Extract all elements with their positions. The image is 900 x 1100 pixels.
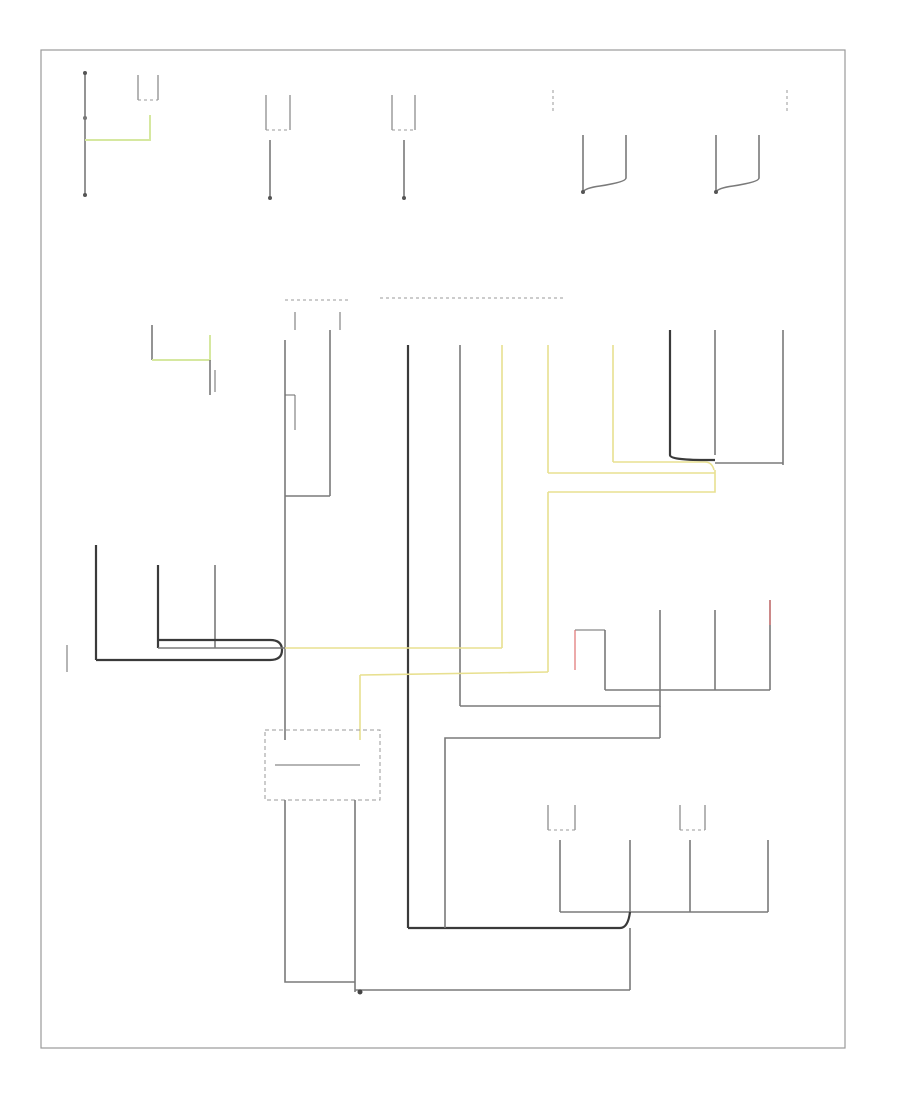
connector-top-3	[391, 95, 416, 200]
right-upper-cluster	[547, 330, 784, 672]
ground-junction	[284, 975, 630, 995]
ground-point-icon	[357, 989, 363, 995]
diagram-frame	[40, 49, 846, 1049]
battery-ground-section	[83, 71, 159, 197]
connector-top-2	[265, 95, 291, 200]
bottom-right-cluster	[408, 748, 769, 990]
multi-connector-center	[285, 297, 565, 497]
left-middle-cluster	[66, 545, 284, 672]
module-box	[264, 729, 381, 975]
right-middle-cluster	[444, 600, 771, 748]
main-harness	[284, 340, 549, 928]
switch-left-section	[151, 325, 216, 395]
yellow-crossovers	[270, 647, 549, 740]
connector-top-right	[552, 90, 788, 194]
